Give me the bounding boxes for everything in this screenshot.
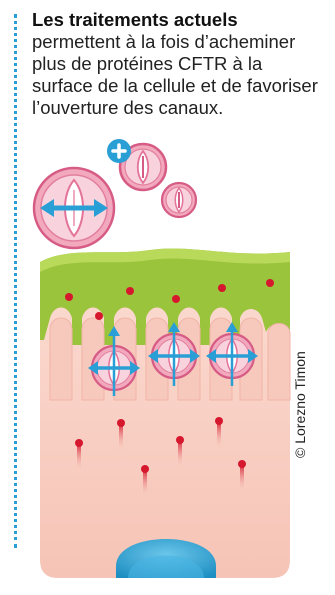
channel-small [162, 183, 196, 217]
photo-credit: © Lorezno Timon [290, 328, 310, 458]
plus-icon [107, 139, 131, 163]
